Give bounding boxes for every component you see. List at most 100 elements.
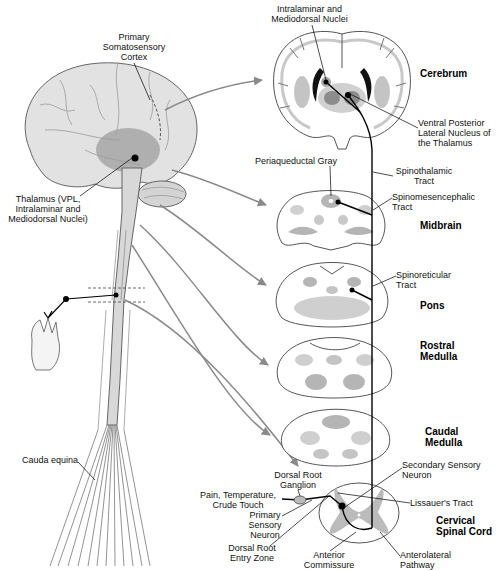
level-arrows <box>140 225 268 365</box>
section-outline <box>272 258 392 328</box>
structure-label: Dorsal Root Ganglion <box>270 470 326 490</box>
structure-label: Ventral Posterior Lateral Nucleus of the… <box>418 118 494 148</box>
section-shape <box>277 191 385 251</box>
structure-label: Primary Somatosensory Cortex <box>95 32 173 62</box>
section-shape <box>314 215 324 225</box>
section-outline <box>276 408 395 466</box>
section-shape <box>319 483 399 543</box>
leader-lines <box>80 158 132 196</box>
leader-lines <box>298 490 300 496</box>
brain-section: Caudal Medulla <box>276 408 395 466</box>
section-shape <box>310 343 360 350</box>
section-shape <box>320 266 344 274</box>
structure-label: Periaqueductal Gray <box>255 156 355 166</box>
section-shape <box>344 227 374 235</box>
section-shape <box>358 514 361 517</box>
structure-label: Cauda equina <box>22 455 92 465</box>
section-shape <box>338 215 348 225</box>
section-shape <box>329 199 334 203</box>
spinal-cord-illustration <box>50 168 150 566</box>
brain-section: Rostral Medulla <box>274 336 395 400</box>
level-arrows <box>125 80 298 466</box>
section-shape <box>290 205 304 215</box>
pathway-connector <box>371 250 372 258</box>
section-outline <box>272 188 390 250</box>
section-shape <box>274 31 411 149</box>
pathway-connector <box>371 400 372 408</box>
section-shape <box>358 205 372 215</box>
section-shape <box>321 77 331 87</box>
dorsal-root-ganglion <box>294 496 306 504</box>
level-arrows <box>125 300 298 466</box>
section-shape <box>351 431 371 445</box>
brain-lateral-view <box>132 155 139 162</box>
section-heading: Pons <box>420 300 460 311</box>
leader-lines <box>78 25 418 556</box>
brain-section: Cervical Spinal Cord <box>318 482 400 545</box>
cerebellum <box>138 181 186 207</box>
pathway-connector <box>371 328 372 336</box>
structure-label: Anterior Commissure <box>300 550 358 570</box>
section-shape <box>305 374 327 390</box>
hand-and-primary-neuron <box>63 296 69 302</box>
structure-label: Spinothalamic Tract <box>393 166 455 186</box>
leader-lines <box>78 462 95 480</box>
section-shape <box>342 449 358 459</box>
structure-label: Primary Sensory Neuron <box>240 510 290 540</box>
structure-label: Dorsal Root Entry Zone <box>222 543 282 563</box>
brain-section: Midbrain <box>272 188 390 250</box>
brain-lateral-view <box>96 128 160 172</box>
section-shape <box>288 227 318 235</box>
level-arrows <box>160 205 266 285</box>
structure-label: Secondary Sensory Neuron <box>402 460 494 480</box>
section-shape <box>313 449 329 459</box>
pathway-connector <box>371 150 372 188</box>
pathway-connector <box>371 466 372 482</box>
section-outline <box>270 28 414 150</box>
structure-label: Pain, Temperature, Crude Touch <box>194 490 282 510</box>
section-heading: Cervical Spinal Cord <box>436 515 498 537</box>
leader-lines <box>282 500 312 516</box>
structure-label: Anterolateral Pathway <box>400 550 475 570</box>
structure-label: Intralaminar and Mediodorsal Nuclei <box>262 4 357 24</box>
section-outline <box>274 336 395 400</box>
brain-section: Cerebrum <box>270 28 414 150</box>
section-shape <box>321 194 341 208</box>
structure-label: Thalamus (VPL, Intralaminar and Mediodor… <box>2 194 94 224</box>
section-shape <box>294 296 370 320</box>
brain-lateral-view <box>25 63 197 189</box>
section-shape <box>295 354 313 366</box>
structure-label: Spinomesencephalic Tract <box>392 192 487 212</box>
section-shape <box>342 34 343 68</box>
level-arrows <box>172 170 266 205</box>
section-shape <box>303 277 317 287</box>
section-shape <box>330 488 389 534</box>
section-shape <box>277 338 392 399</box>
cerebellum <box>142 187 184 199</box>
structure-label: Lissauer's Tract <box>410 498 495 508</box>
hand-and-primary-neuron <box>32 293 119 371</box>
section-shape <box>347 277 361 287</box>
dorsal-root-ganglion <box>294 496 306 504</box>
section-outline <box>318 482 400 545</box>
section-shape <box>324 91 340 105</box>
brain-section: Pons <box>272 258 392 328</box>
level-arrows <box>165 80 262 110</box>
spinal-cord-illustration <box>98 230 130 430</box>
section-shape <box>374 76 390 108</box>
structure-label: Spinoreticular Tract <box>396 270 466 290</box>
hand-and-primary-neuron <box>32 318 60 370</box>
section-heading: Cerebrum <box>420 68 480 79</box>
section-heading: Rostral Medulla <box>420 340 470 362</box>
section-heading: Midbrain <box>420 220 480 231</box>
section-shape <box>318 83 366 113</box>
section-shape <box>326 355 342 365</box>
cerebellum <box>138 181 186 207</box>
leader-lines <box>373 172 393 176</box>
section-heading: Caudal Medulla <box>425 426 475 448</box>
section-shape <box>356 354 374 366</box>
brain-lateral-view <box>25 62 197 188</box>
